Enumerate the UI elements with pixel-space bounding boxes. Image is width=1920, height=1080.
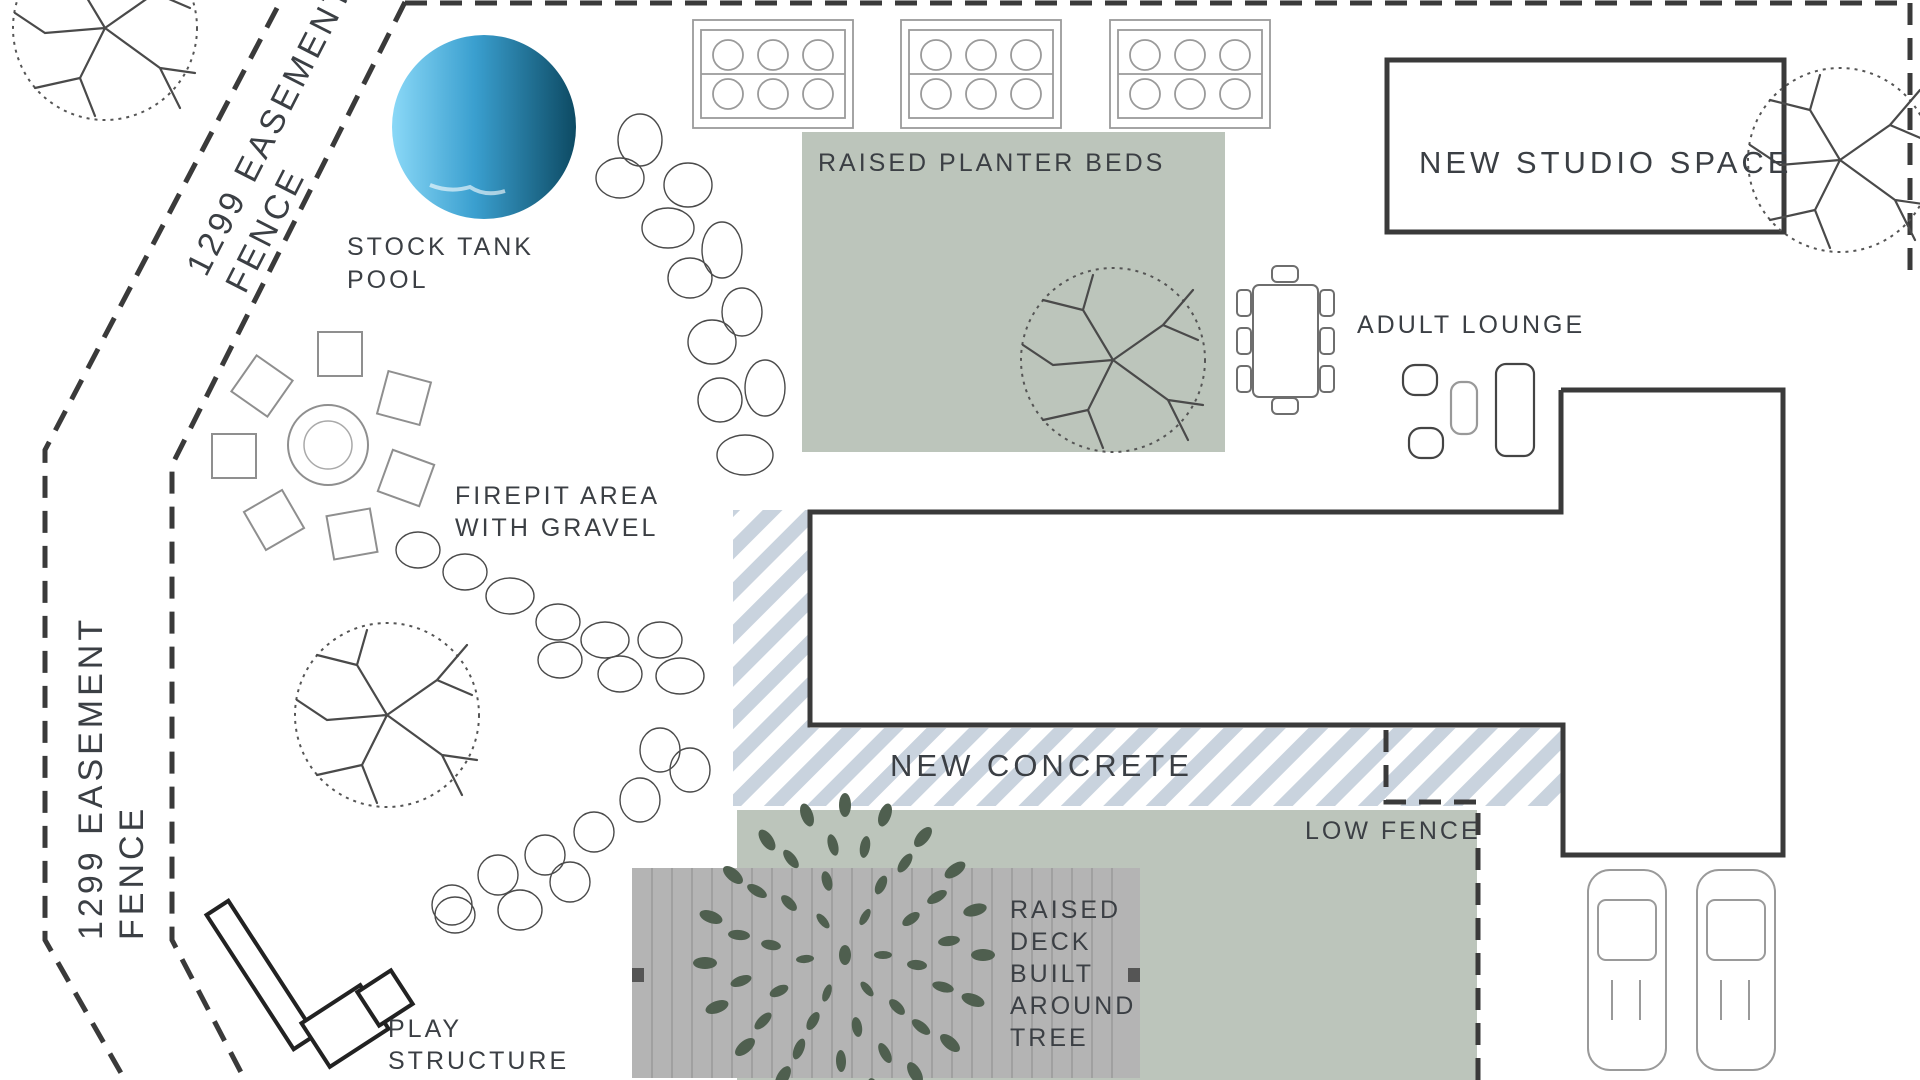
label-new-studio-space: NEW STUDIO SPACE bbox=[1419, 145, 1792, 180]
tree-icon bbox=[12, 0, 198, 121]
stock-tank-pool bbox=[392, 35, 576, 219]
label-stock-tank-pool-2: POOL bbox=[347, 266, 428, 294]
stepping-stones bbox=[395, 113, 786, 934]
label-low-fence: LOW FENCE bbox=[1305, 817, 1481, 845]
label-new-concrete: NEW CONCRETE bbox=[890, 748, 1193, 783]
label-firepit-2: WITH GRAVEL bbox=[455, 514, 658, 542]
label-firepit-1: FIREPIT AREA bbox=[455, 482, 660, 510]
firepit bbox=[287, 404, 369, 486]
easement-fence-lines bbox=[42, 0, 408, 1080]
lounge-furniture bbox=[1401, 362, 1536, 460]
adirondack-chairs bbox=[211, 331, 436, 561]
planter-box bbox=[1109, 19, 1271, 129]
label-easement-left-1: 1299 EASEMENT bbox=[72, 616, 110, 940]
planter-bed-lawn-area bbox=[802, 132, 1225, 452]
play-structure bbox=[203, 898, 416, 1070]
planter-box bbox=[692, 19, 854, 129]
label-deck-3: BUILT bbox=[1010, 960, 1094, 988]
label-deck-5: TREE bbox=[1010, 1024, 1089, 1052]
new-concrete-area bbox=[733, 510, 1563, 806]
label-deck-2: DECK bbox=[1010, 928, 1091, 956]
house-outline bbox=[807, 387, 1786, 858]
car-icon bbox=[1696, 869, 1776, 1071]
tree-icon bbox=[294, 622, 480, 808]
label-stock-tank-pool-1: STOCK TANK bbox=[347, 233, 534, 261]
property-line bbox=[405, 0, 1913, 280]
deck-tree-canopy bbox=[693, 793, 995, 1080]
studio-outline bbox=[1384, 57, 1787, 235]
label-play-1: PLAY bbox=[388, 1015, 462, 1043]
low-fence-line bbox=[1383, 730, 1481, 1080]
label-deck-4: AROUND bbox=[1010, 992, 1136, 1020]
label-deck-1: RAISED bbox=[1010, 896, 1121, 924]
tree-icon bbox=[1020, 267, 1206, 453]
label-adult-lounge: ADULT LOUNGE bbox=[1357, 311, 1585, 339]
planter-box bbox=[900, 19, 1062, 129]
car-icon bbox=[1587, 869, 1667, 1071]
label-easement-left-2: FENCE bbox=[113, 805, 151, 940]
tree-icon bbox=[1747, 67, 1920, 253]
label-raised-planter-beds: RAISED PLANTER BEDS bbox=[818, 149, 1165, 177]
dining-table bbox=[1236, 265, 1335, 415]
label-play-2: STRUCTURE bbox=[388, 1047, 569, 1075]
raised-deck bbox=[632, 868, 1140, 1078]
